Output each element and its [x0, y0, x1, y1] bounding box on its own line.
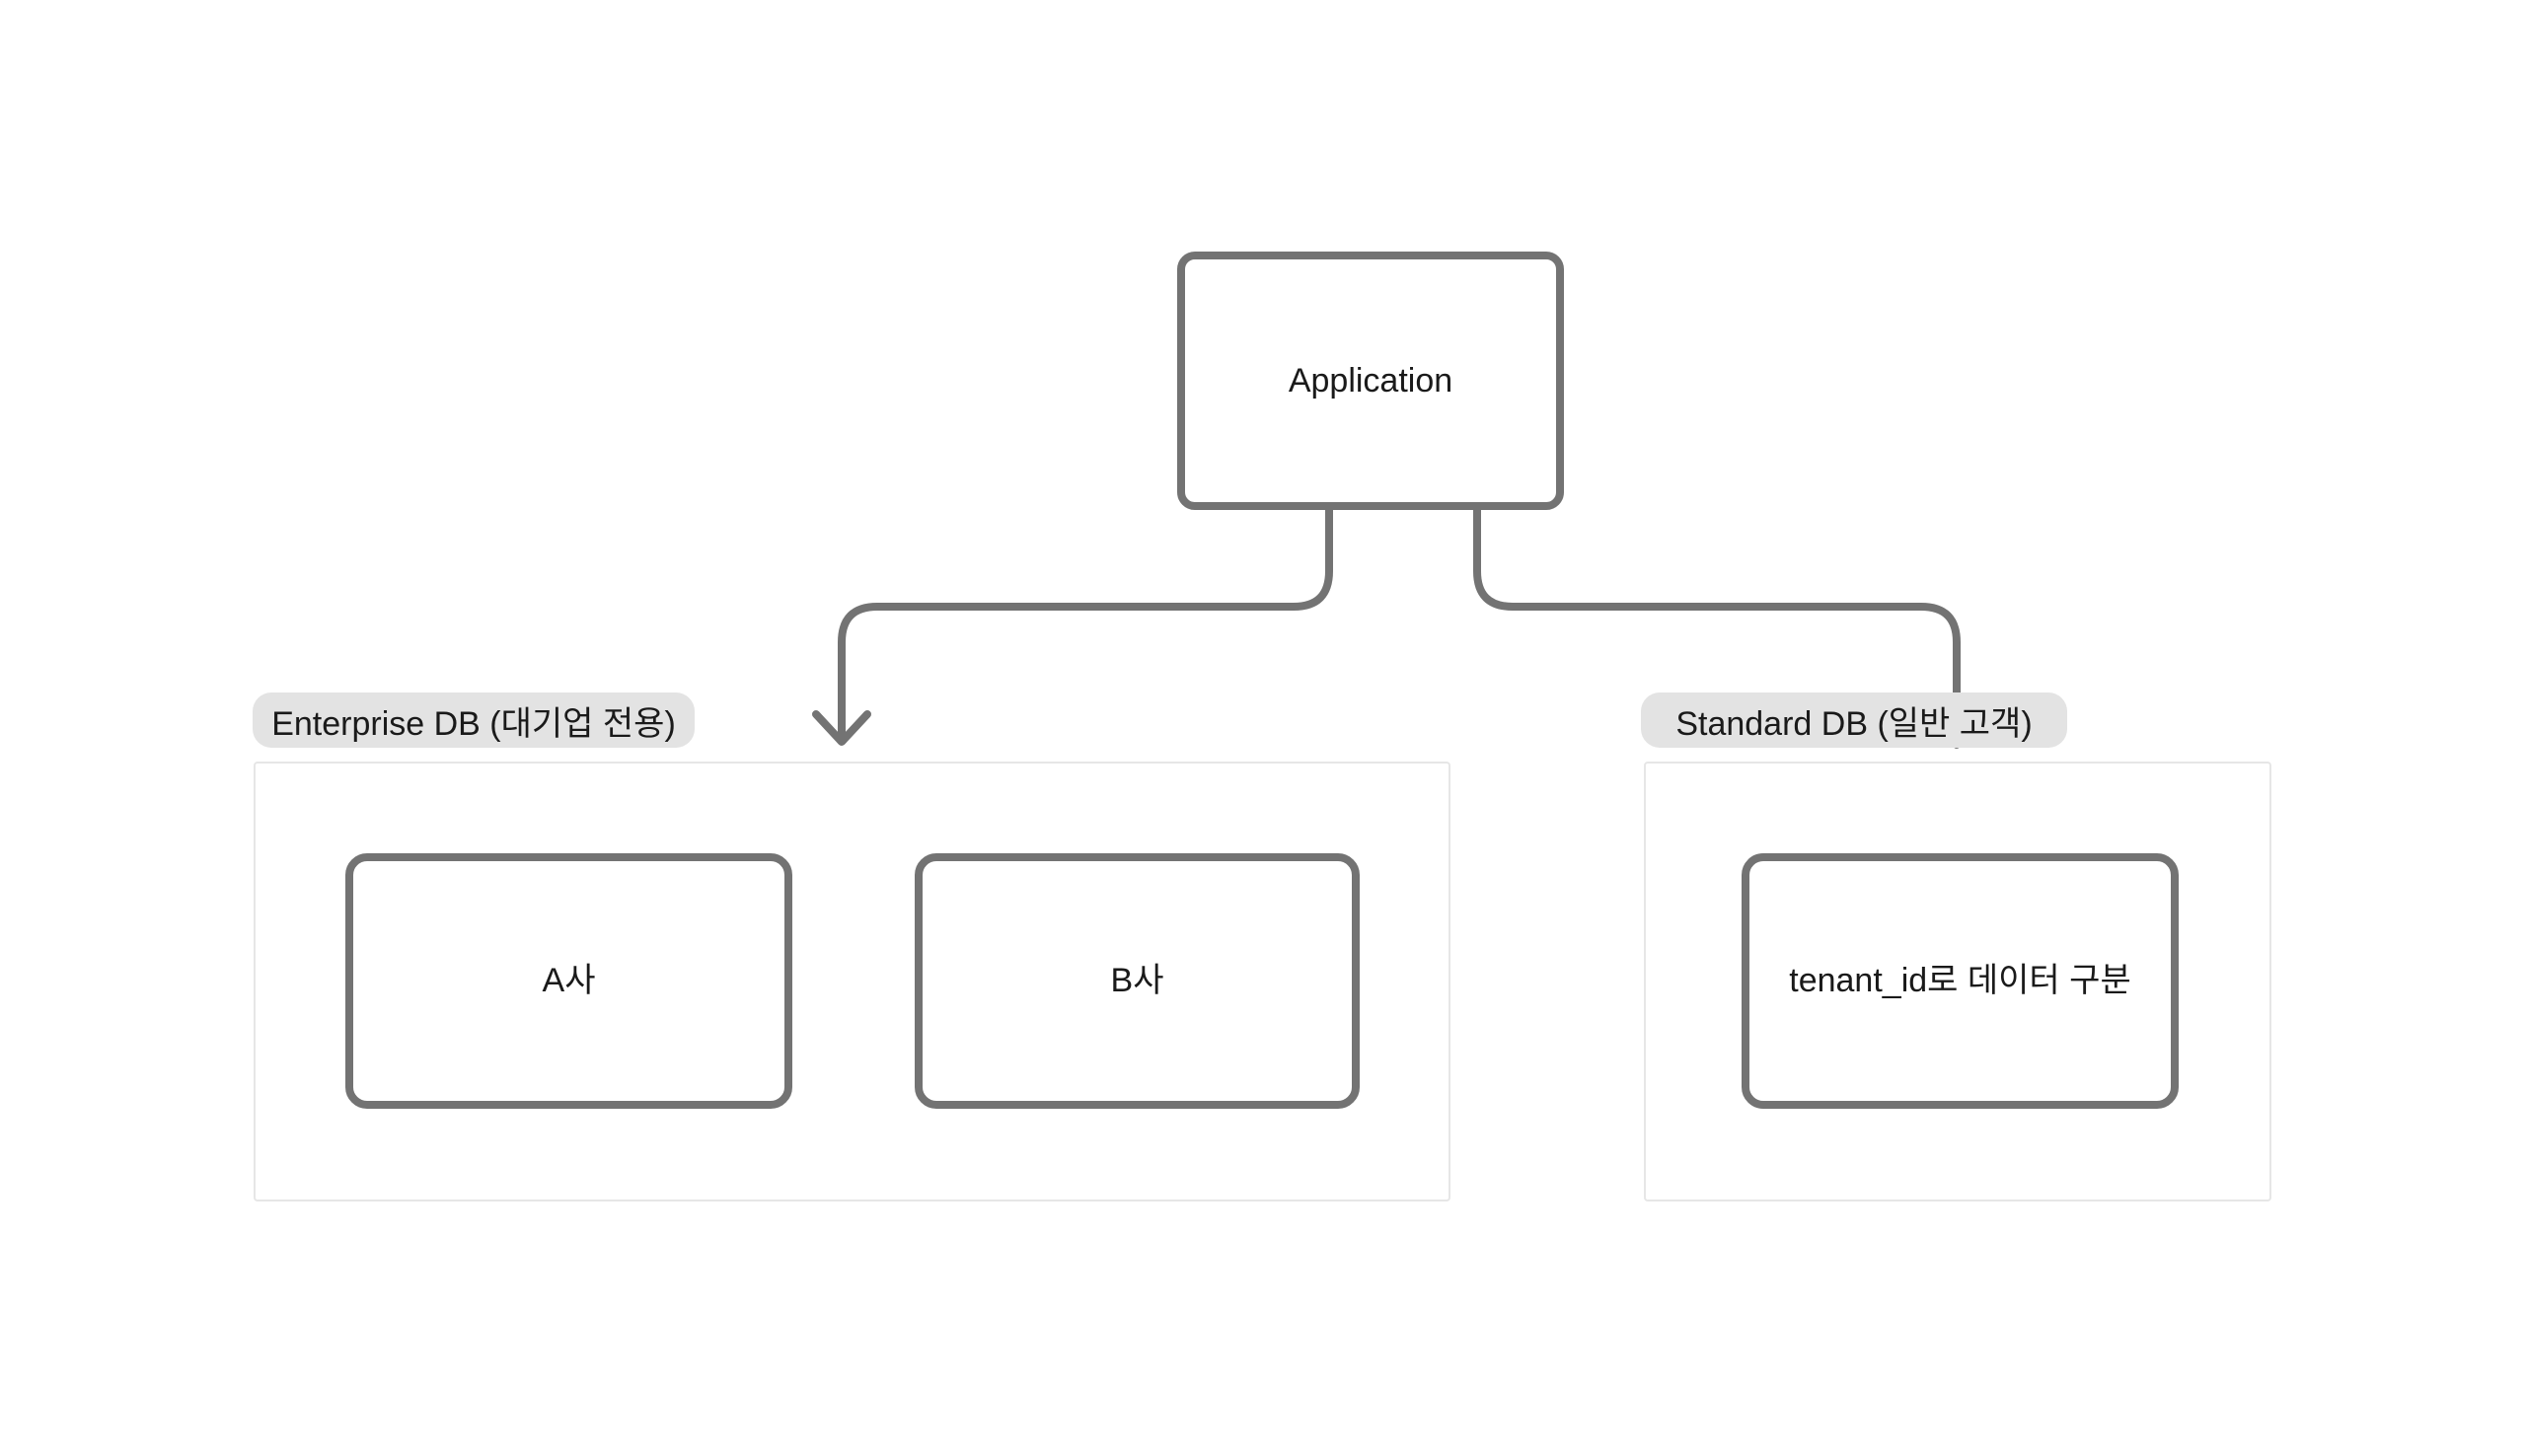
company-b-node-label: B사: [1110, 962, 1164, 1000]
tenant-id-node: tenant_id로 데이터 구분: [1742, 853, 2179, 1109]
tenant-id-node-label: tenant_id로 데이터 구분: [1789, 962, 2131, 1000]
arrowhead-enterprise-icon: [812, 710, 871, 746]
company-a-node-label: A사: [542, 962, 596, 1000]
standard-db-group-label-pill: Standard DB (일반 고객): [1641, 692, 2067, 748]
enterprise-db-group-label-pill: Enterprise DB (대기업 전용): [253, 692, 695, 748]
arrow-application-to-enterprise: [838, 508, 1333, 738]
application-node: Application: [1177, 252, 1564, 510]
company-a-node: A사: [345, 853, 792, 1109]
enterprise-db-group-label: Enterprise DB (대기업 전용): [271, 704, 676, 743]
application-node-label: Application: [1288, 361, 1453, 400]
company-b-node: B사: [915, 853, 1360, 1109]
standard-db-group-label: Standard DB (일반 고객): [1675, 704, 2033, 743]
